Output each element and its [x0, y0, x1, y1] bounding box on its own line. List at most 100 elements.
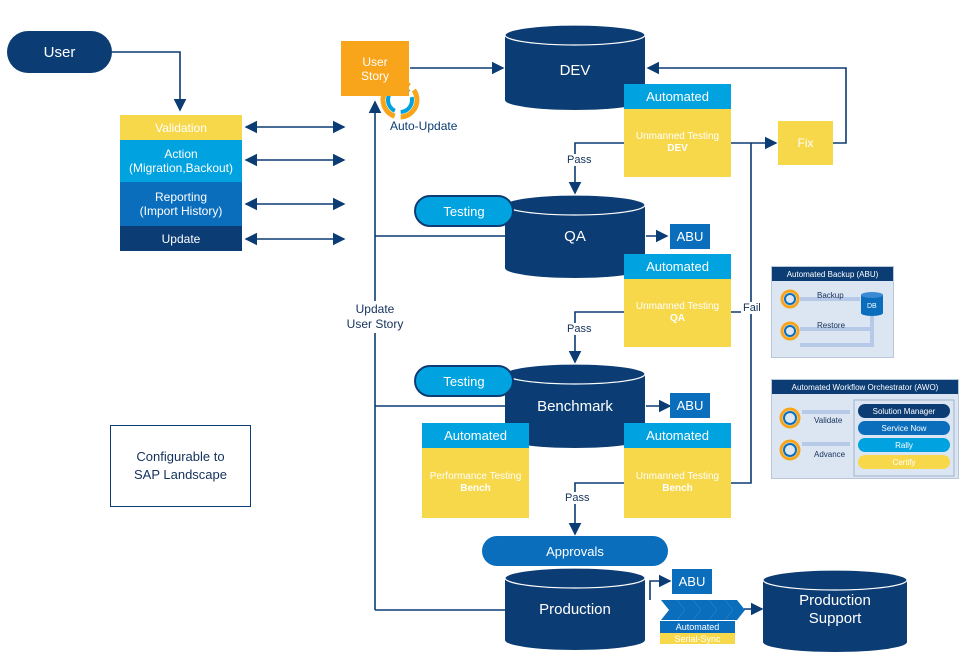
update-user-story-label: Update User Story [335, 301, 415, 333]
update-user-story-line1: Update [355, 302, 395, 316]
db-icon [861, 292, 883, 316]
production-label: Production [539, 600, 611, 618]
prod-abu-label: ABU [678, 574, 706, 589]
qa-testing-label: Testing [443, 203, 485, 219]
qa-automated-label: Automated [646, 259, 709, 274]
perf-automated-label: Automated [444, 428, 507, 443]
prod-abu-box: ABU [672, 569, 712, 594]
return-track [870, 311, 874, 347]
bench-automated-header: Automated [624, 423, 731, 448]
menu-action-sublabel: (Migration,Backout) [128, 161, 234, 175]
performance-testing-box: Performance Testing Bench [422, 448, 529, 518]
menu-reporting-sublabel: (Import History) [139, 204, 223, 218]
qa-testing-pill: Testing [414, 195, 514, 227]
menu-action-label: Action [164, 147, 198, 161]
connector-fail-bench [731, 312, 752, 484]
update-user-story-line2: User Story [346, 317, 404, 331]
bench-unmanned-testing: Unmanned Testing Bench [624, 448, 731, 518]
arrow-pass-dev-qa [568, 142, 624, 195]
menu-action[interactable]: Action (Migration,Backout) [120, 140, 242, 182]
bench-abu-box: ABU [670, 393, 710, 418]
production-support-line2: Support [808, 610, 862, 627]
bench-unmanned-label: Unmanned Testing [635, 471, 720, 482]
production-cylinder [504, 567, 646, 650]
fix-box: Fix [778, 121, 833, 165]
awo-legend-graphic [779, 399, 955, 477]
qa-abu-box: ABU [670, 224, 710, 249]
serial-sync-label: Serial-Sync [674, 633, 721, 644]
menu-validation-label: Validation [155, 120, 207, 135]
awo-item-rally: Rally [858, 438, 950, 452]
configurable-line2: SAP Landscape [134, 467, 227, 482]
configurable-box: Configurable to SAP Landscape [110, 425, 251, 507]
bottom-track [800, 343, 874, 347]
awo-legend-title: Automated Workflow Orchestrator (AWO) [772, 380, 958, 394]
backup-track [800, 297, 860, 301]
abu-legend-graphic [780, 289, 883, 347]
serial-sync-automated: Automated [660, 621, 735, 633]
menu-update[interactable]: Update [120, 226, 242, 251]
production-support-label: Production Support [763, 590, 907, 630]
pass-label-dev: Pass [566, 154, 593, 166]
dev-unmanned-testing: Unmanned Testing DEV [624, 109, 731, 177]
qa-unmanned-env: QA [670, 313, 685, 324]
qa-automated-header: Automated [624, 254, 731, 279]
arrow-pass-qa-bench [568, 311, 624, 364]
dev-automated-label: Automated [646, 89, 709, 104]
awo-items-frame [853, 399, 955, 477]
advance-cycle-icon [779, 439, 801, 461]
pass-label-qa: Pass [566, 323, 593, 335]
performance-testing-label: Performance Testing [429, 471, 522, 482]
dev-cylinder [504, 24, 646, 110]
arrow-fix-dev [646, 61, 847, 144]
arrow-prod-abu [649, 574, 672, 600]
performance-testing-env: Bench [460, 483, 491, 494]
abu-legend-panel: Automated Backup (ABU) Backup Restor [771, 266, 894, 358]
serial-sync-chevrons [661, 600, 745, 620]
bench-unmanned-env: Bench [662, 483, 693, 494]
production-support-cylinder [762, 569, 908, 652]
validate-cycle-icon [779, 407, 801, 429]
awo-item-solution-manager: Solution Manager [858, 404, 950, 418]
qa-label: QA [564, 227, 586, 245]
menu-validation[interactable]: Validation [120, 115, 242, 140]
awo-item-certify: Certify [858, 455, 950, 469]
restore-label: Restore [817, 321, 846, 330]
restore-cycle-icon [780, 321, 800, 341]
dev-automated-header: Automated [624, 84, 731, 109]
serial-sync-box: Serial-Sync [660, 633, 735, 644]
qa-unmanned-testing: Unmanned Testing QA [624, 279, 731, 347]
bench-automated-label: Automated [646, 428, 709, 443]
configurable-line1: Configurable to [136, 449, 225, 464]
awo-legend-panel: Automated Workflow Orchestrator (AWO) Va… [771, 379, 959, 479]
pass-label-bench: Pass [564, 492, 591, 504]
bench-testing-pill: Testing [414, 365, 514, 397]
benchmark-cylinder [504, 363, 646, 448]
menu-update-label: Update [161, 231, 201, 246]
approvals-pill: Approvals [482, 536, 668, 566]
perf-automated-header: Automated [422, 423, 529, 448]
abu-legend-title: Automated Backup (ABU) [772, 267, 893, 281]
menu-reporting[interactable]: Reporting (Import History) [120, 182, 242, 226]
dev-label: DEV [559, 61, 591, 79]
connector-fail-qa [731, 143, 752, 313]
dev-unmanned-label: Unmanned Testing [635, 131, 720, 142]
fix-label: Fix [797, 136, 814, 150]
validate-label: Validate [814, 416, 843, 425]
user-node: User [7, 31, 112, 73]
approvals-label: Approvals [546, 543, 604, 559]
auto-update-label: Auto-Update [390, 119, 458, 133]
awo-item-service-now: Service Now [858, 421, 950, 435]
serial-sync-automated-label: Automated [675, 622, 720, 632]
fail-label: Fail [741, 302, 763, 314]
advance-track [802, 442, 850, 446]
advance-label: Advance [814, 450, 846, 459]
qa-cylinder [504, 194, 646, 278]
menu-reporting-label: Reporting [154, 190, 208, 204]
restore-track [800, 327, 870, 331]
db-label: DB [867, 303, 877, 310]
validate-track [802, 410, 850, 414]
dev-unmanned-env: DEV [667, 143, 688, 154]
